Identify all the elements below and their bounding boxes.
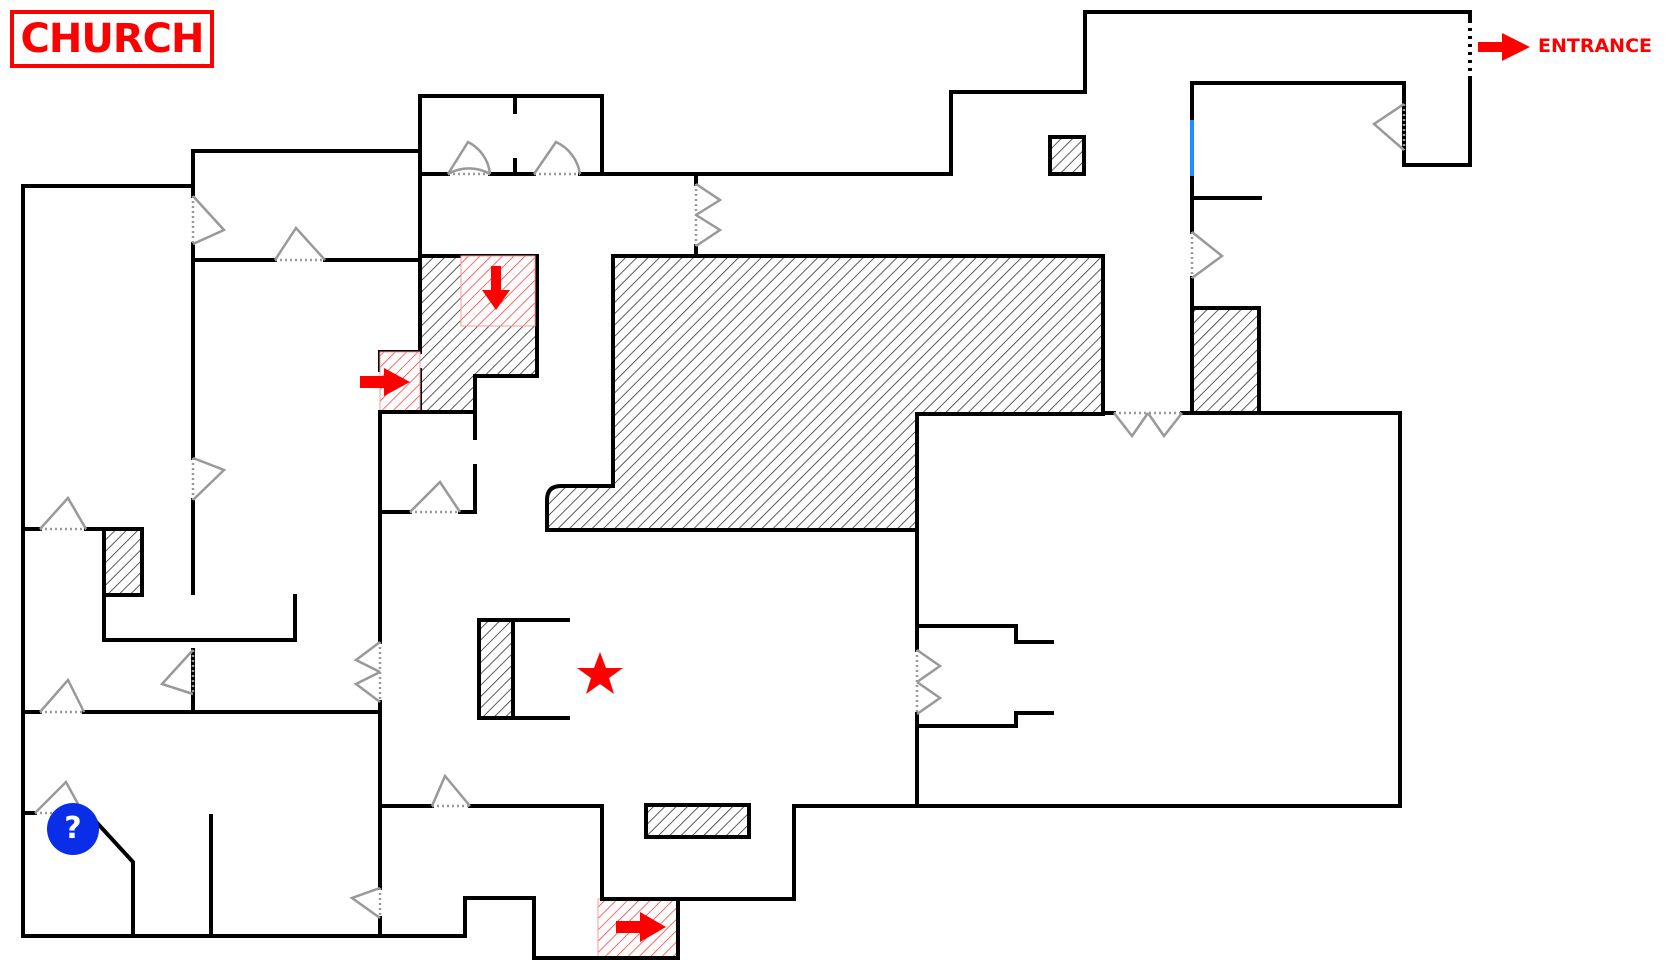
door[interactable] bbox=[159, 649, 195, 696]
arrow-right-icon bbox=[360, 368, 410, 396]
exit-arrows bbox=[360, 33, 1530, 942]
door[interactable] bbox=[191, 195, 227, 246]
door[interactable] bbox=[191, 456, 227, 501]
entrance-label: ENTRANCE bbox=[1538, 35, 1652, 57]
door[interactable] bbox=[273, 225, 326, 262]
door[interactable] bbox=[532, 140, 582, 176]
door[interactable] bbox=[430, 773, 471, 808]
solid-blocks bbox=[102, 135, 1261, 839]
title-box: CHURCH bbox=[10, 10, 214, 68]
solid-block-right bbox=[1190, 306, 1261, 415]
door[interactable] bbox=[349, 886, 382, 920]
door[interactable] bbox=[1113, 411, 1183, 439]
question-mark-icon: ? bbox=[64, 811, 82, 846]
door[interactable] bbox=[915, 648, 943, 716]
door[interactable] bbox=[694, 182, 723, 248]
help-button[interactable]: ? bbox=[47, 803, 99, 855]
bench-block bbox=[644, 803, 751, 839]
door[interactable] bbox=[39, 495, 88, 531]
arrow-right-icon bbox=[616, 912, 666, 942]
door[interactable] bbox=[353, 641, 382, 703]
door[interactable] bbox=[446, 140, 492, 176]
door[interactable] bbox=[1190, 231, 1225, 280]
large-solid-block bbox=[545, 254, 1105, 532]
doors bbox=[34, 102, 1406, 920]
arrow-down-icon bbox=[482, 266, 510, 310]
entrance-arrow-icon bbox=[1478, 33, 1530, 61]
door[interactable] bbox=[1371, 102, 1406, 151]
altar-block bbox=[477, 618, 515, 720]
walls bbox=[21, 10, 1472, 960]
door[interactable] bbox=[409, 480, 462, 514]
solid-block-left bbox=[102, 527, 144, 597]
door[interactable] bbox=[39, 677, 86, 714]
pillar bbox=[1048, 135, 1086, 176]
star-icon bbox=[577, 652, 623, 694]
